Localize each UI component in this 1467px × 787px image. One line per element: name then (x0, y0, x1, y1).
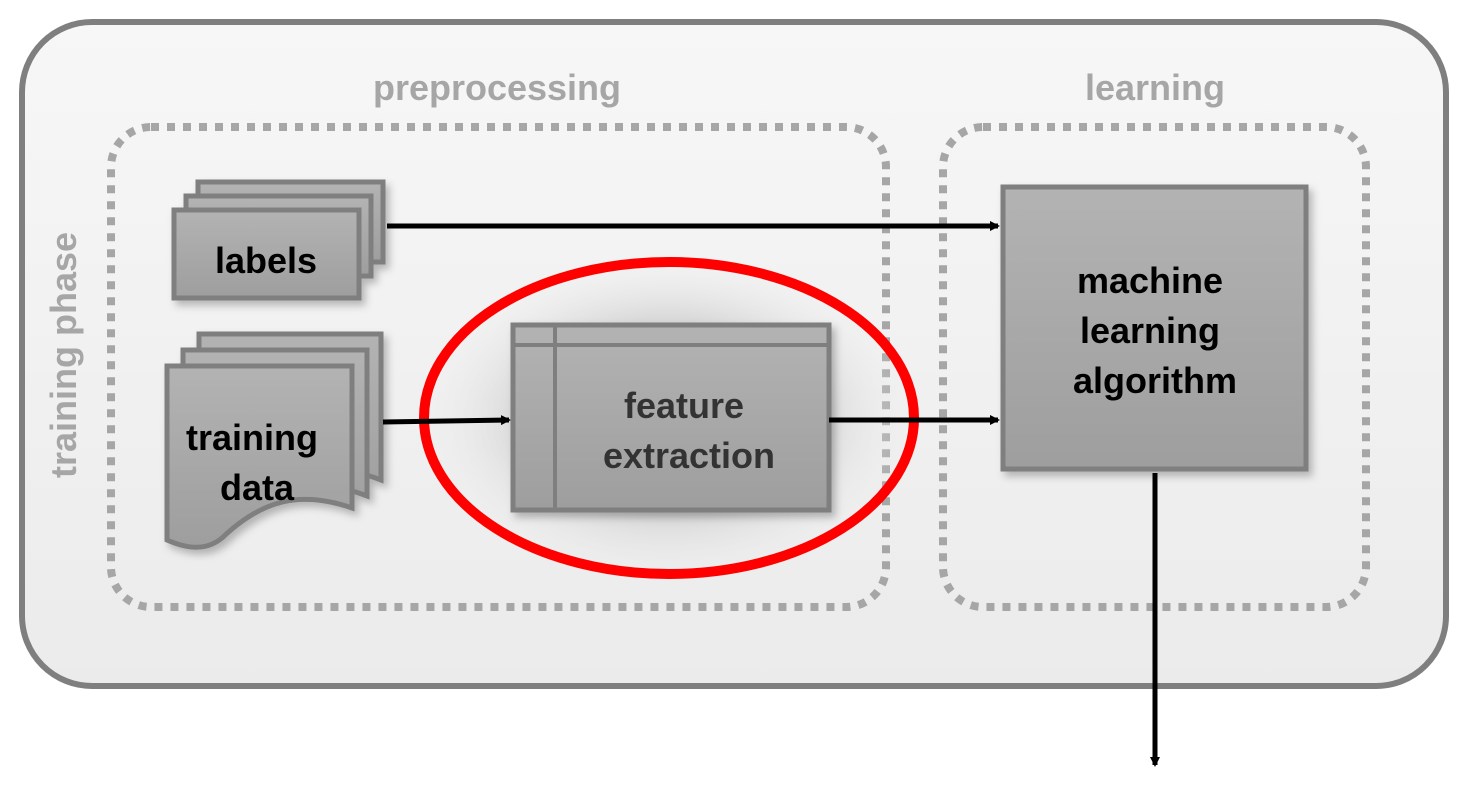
learning-label: learning (1085, 67, 1225, 108)
ml-algorithm-line-2: learning (1080, 310, 1220, 351)
preprocessing-group (107, 123, 890, 611)
feature-extraction-line-2: extraction (603, 435, 775, 476)
ml-algorithm-label: machine learning algorithm (1073, 260, 1237, 401)
labels-node-label: labels (215, 240, 317, 281)
ml-algorithm-line-1: machine (1077, 260, 1223, 301)
training-data-line-2: data (220, 467, 295, 508)
ml-algorithm-line-3: algorithm (1073, 360, 1237, 401)
feature-extraction-label: feature extraction (603, 385, 775, 476)
learning-group (939, 123, 1370, 611)
training-phase-label: training phase (43, 232, 84, 478)
training-data-stack (164, 331, 384, 550)
arrow-data-to-features (382, 415, 511, 426)
labels-stack (171, 179, 386, 301)
training-data-label: training data (186, 417, 328, 508)
training-data-line-1: training (186, 417, 318, 458)
preprocessing-label: preprocessing (373, 67, 621, 108)
feature-extraction-line-1: feature (624, 385, 744, 426)
ml-algorithm-box (1000, 184, 1309, 472)
feature-extraction-box (510, 322, 832, 513)
